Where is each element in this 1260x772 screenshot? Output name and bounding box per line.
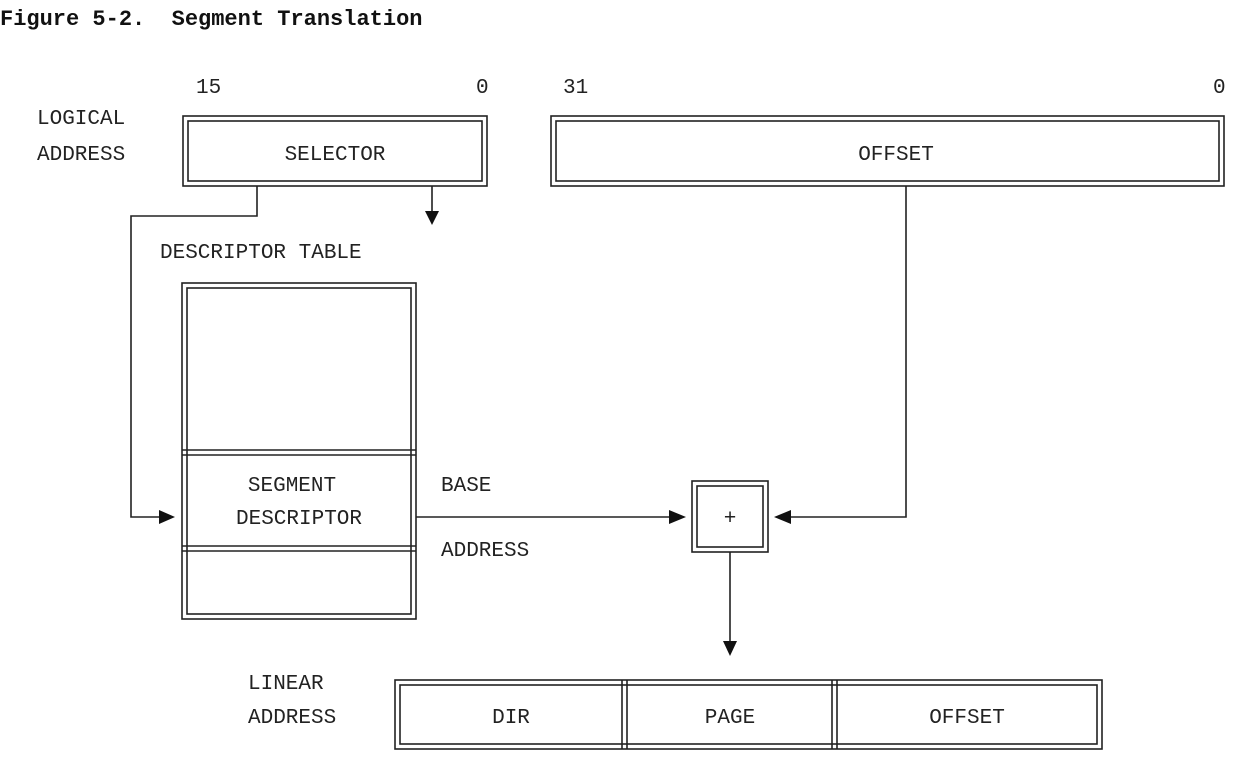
selector-bit-low: 0 xyxy=(476,77,489,100)
descriptor-table-label: DESCRIPTOR TABLE xyxy=(160,242,362,265)
down-arrow-icon xyxy=(425,211,439,225)
down-arrow-icon xyxy=(723,641,737,656)
descriptor-table: SEGMENT DESCRIPTOR xyxy=(181,282,417,620)
linear-address-field: DIR PAGE OFFSET xyxy=(394,679,1103,750)
selector-field: SELECTOR xyxy=(182,115,488,187)
selector-bit-high: 15 xyxy=(196,77,221,100)
logical-address-label-line2: ADDRESS xyxy=(37,144,125,167)
offset-field: OFFSET xyxy=(550,115,1225,187)
selector-to-descriptor-connector xyxy=(130,186,258,518)
linear-field-dir: DIR xyxy=(492,707,530,730)
linear-address-label-line1: LINEAR xyxy=(248,673,324,696)
table-row-divider xyxy=(182,449,416,456)
linear-field-divider xyxy=(831,680,838,749)
right-arrow-icon xyxy=(159,510,175,524)
logical-address-label-line1: LOGICAL xyxy=(37,108,125,131)
right-arrow-icon xyxy=(669,510,686,524)
offset-label: OFFSET xyxy=(858,144,934,167)
selector-label: SELECTOR xyxy=(285,144,386,167)
linear-address-label-line2: ADDRESS xyxy=(248,707,336,730)
segment-descriptor-line1: SEGMENT xyxy=(248,475,336,498)
adder: + xyxy=(691,480,769,553)
linear-field-divider xyxy=(621,680,628,749)
base-address-line2: ADDRESS xyxy=(441,540,529,563)
base-address-line1: BASE xyxy=(441,475,491,498)
table-row-divider xyxy=(182,545,416,552)
offset-to-adder-connector xyxy=(790,186,907,518)
segment-descriptor-line2: DESCRIPTOR xyxy=(236,508,362,531)
linear-field-page: PAGE xyxy=(705,707,755,730)
linear-field-offset: OFFSET xyxy=(929,707,1005,730)
left-arrow-icon xyxy=(774,510,791,524)
offset-bit-high: 31 xyxy=(563,77,588,100)
plus-icon: + xyxy=(724,508,737,531)
offset-bit-low: 0 xyxy=(1213,77,1226,100)
figure-title: Figure 5-2. Segment Translation xyxy=(0,7,422,32)
